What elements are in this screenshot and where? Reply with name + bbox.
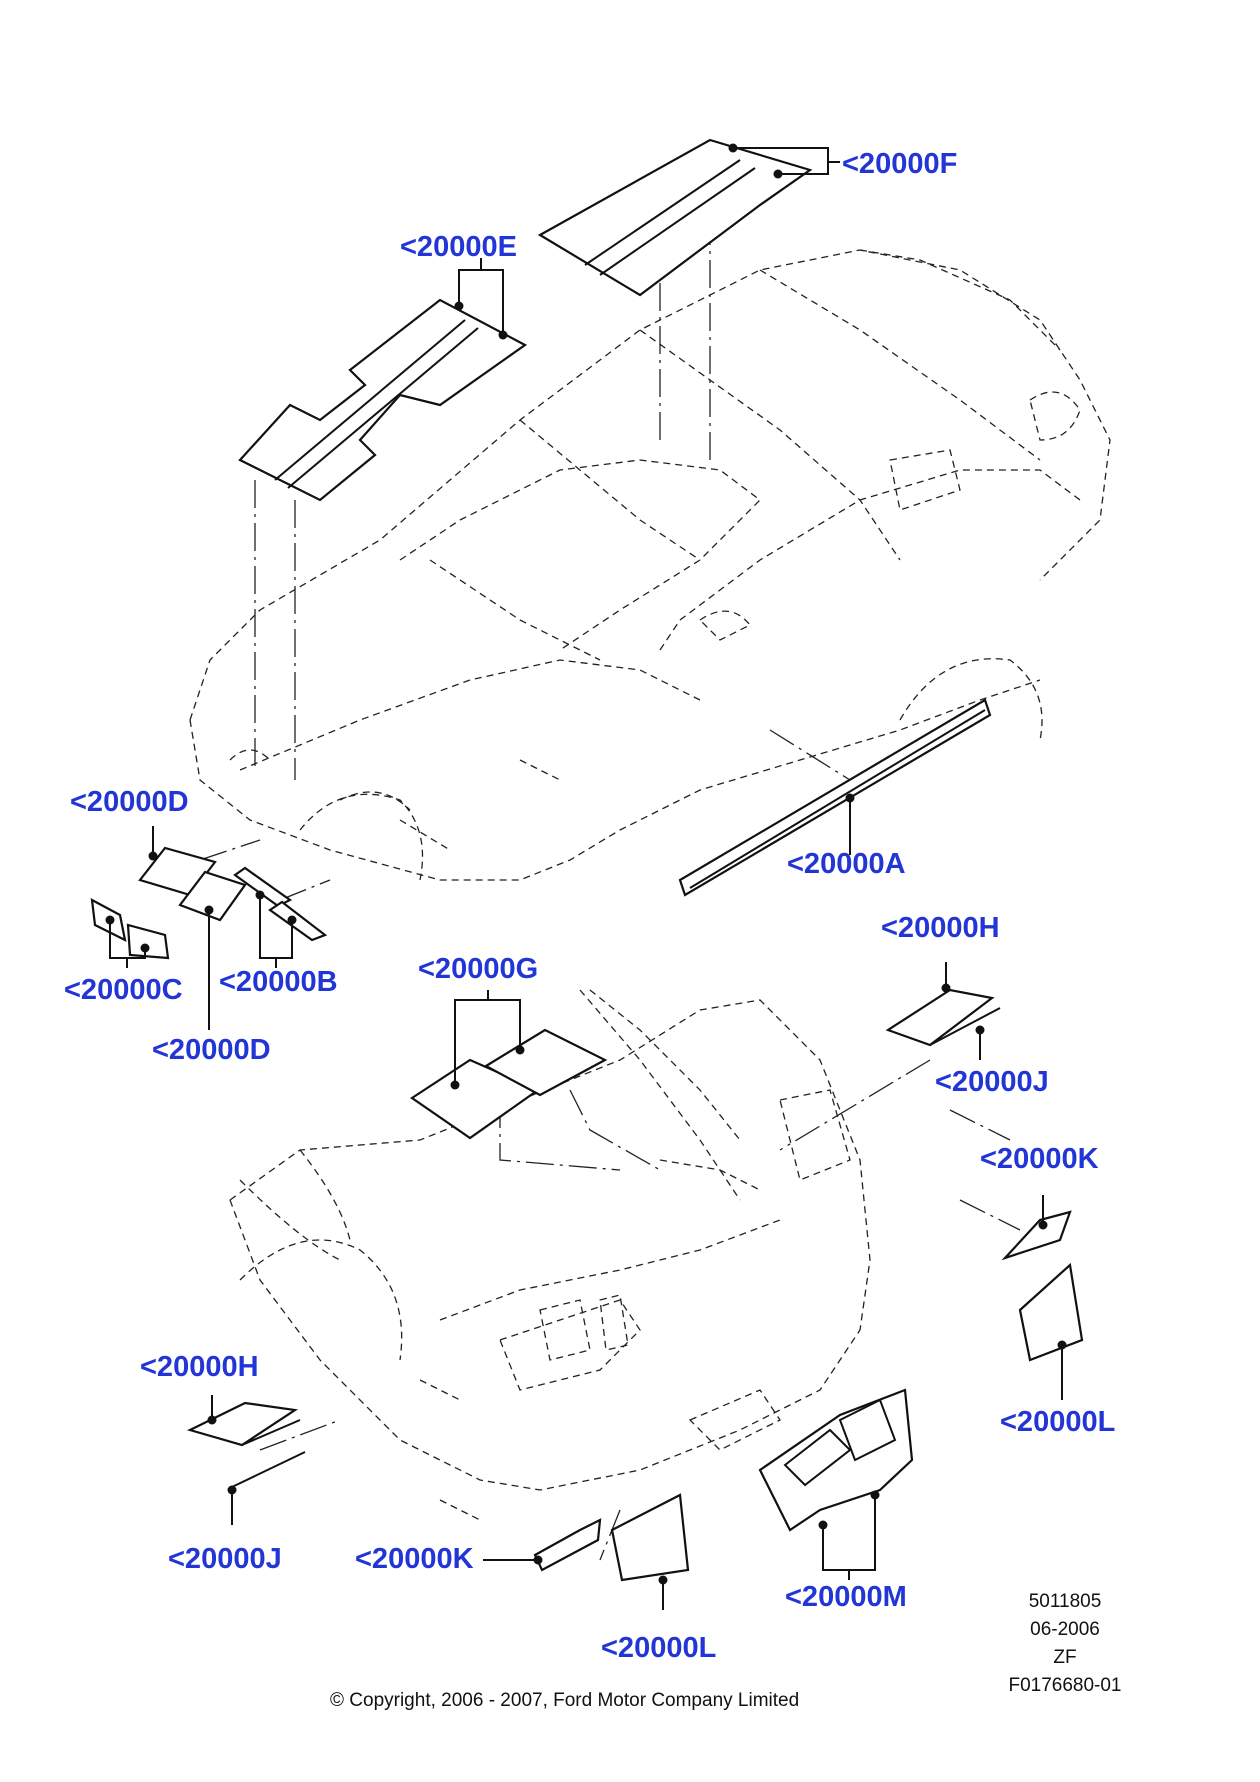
callout-20000a[interactable]: <20000A [787,848,906,880]
callout-20000j-left[interactable]: <20000J [168,1543,282,1575]
callout-20000l-bottom[interactable]: <20000L [601,1632,717,1664]
copyright-notice: © Copyright, 2006 - 2007, Ford Motor Com… [330,1690,800,1711]
callout-20000k-bottom[interactable]: <20000K [355,1543,474,1575]
front-car-outline [189,249,1111,881]
callout-20000d-top[interactable]: <20000D [70,786,189,818]
decal-20000j-left [231,1451,306,1488]
decal-20000c [90,898,170,960]
decal-20000h-left [186,1401,301,1447]
rear-car-outline [229,989,871,1521]
callout-20000h-right[interactable]: <20000H [881,912,1000,944]
decal-20000e-hood [238,298,528,502]
projection-lines [199,235,1021,1561]
decal-20000f-roof [537,138,813,297]
decal-20000g-trunk [410,1028,608,1140]
callout-20000l-right[interactable]: <20000L [1000,1406,1116,1438]
callout-20000m[interactable]: <20000M [785,1581,907,1613]
callout-20000j-right[interactable]: <20000J [935,1066,1049,1098]
ref-number: 5011805 [1028,1591,1102,1612]
ref-code: ZF [1053,1647,1077,1668]
callout-20000k-right[interactable]: <20000K [980,1143,1099,1175]
callout-20000g[interactable]: <20000G [418,953,539,985]
decal-20000k-right [1001,1210,1072,1261]
decal-20000b [233,866,328,942]
callout-20000e[interactable]: <20000E [400,231,517,263]
decal-20000l-right [1018,1262,1084,1362]
decal-20000k-bottom [533,1518,602,1572]
ref-figure-id: F0176680-01 [1008,1675,1122,1696]
decal-20000h-right [885,988,1001,1047]
callout-leaders [105,143,1067,1610]
callout-20000f[interactable]: <20000F [842,148,958,180]
decal-20000d-bumper [138,846,247,922]
callout-20000b[interactable]: <20000B [219,966,338,998]
callout-20000h-left[interactable]: <20000H [140,1351,259,1383]
ref-date: 06-2006 [1030,1619,1100,1640]
callout-20000d-bottom[interactable]: <20000D [152,1034,271,1066]
decal-20000a-rocker [678,698,992,897]
decal-20000l-bottom [610,1493,690,1582]
decal-20000m-taillight [758,1388,914,1532]
reference-block: 5011805 06-2006 ZF F0176680-01 [1008,1591,1121,1695]
callout-20000c[interactable]: <20000C [64,974,183,1006]
